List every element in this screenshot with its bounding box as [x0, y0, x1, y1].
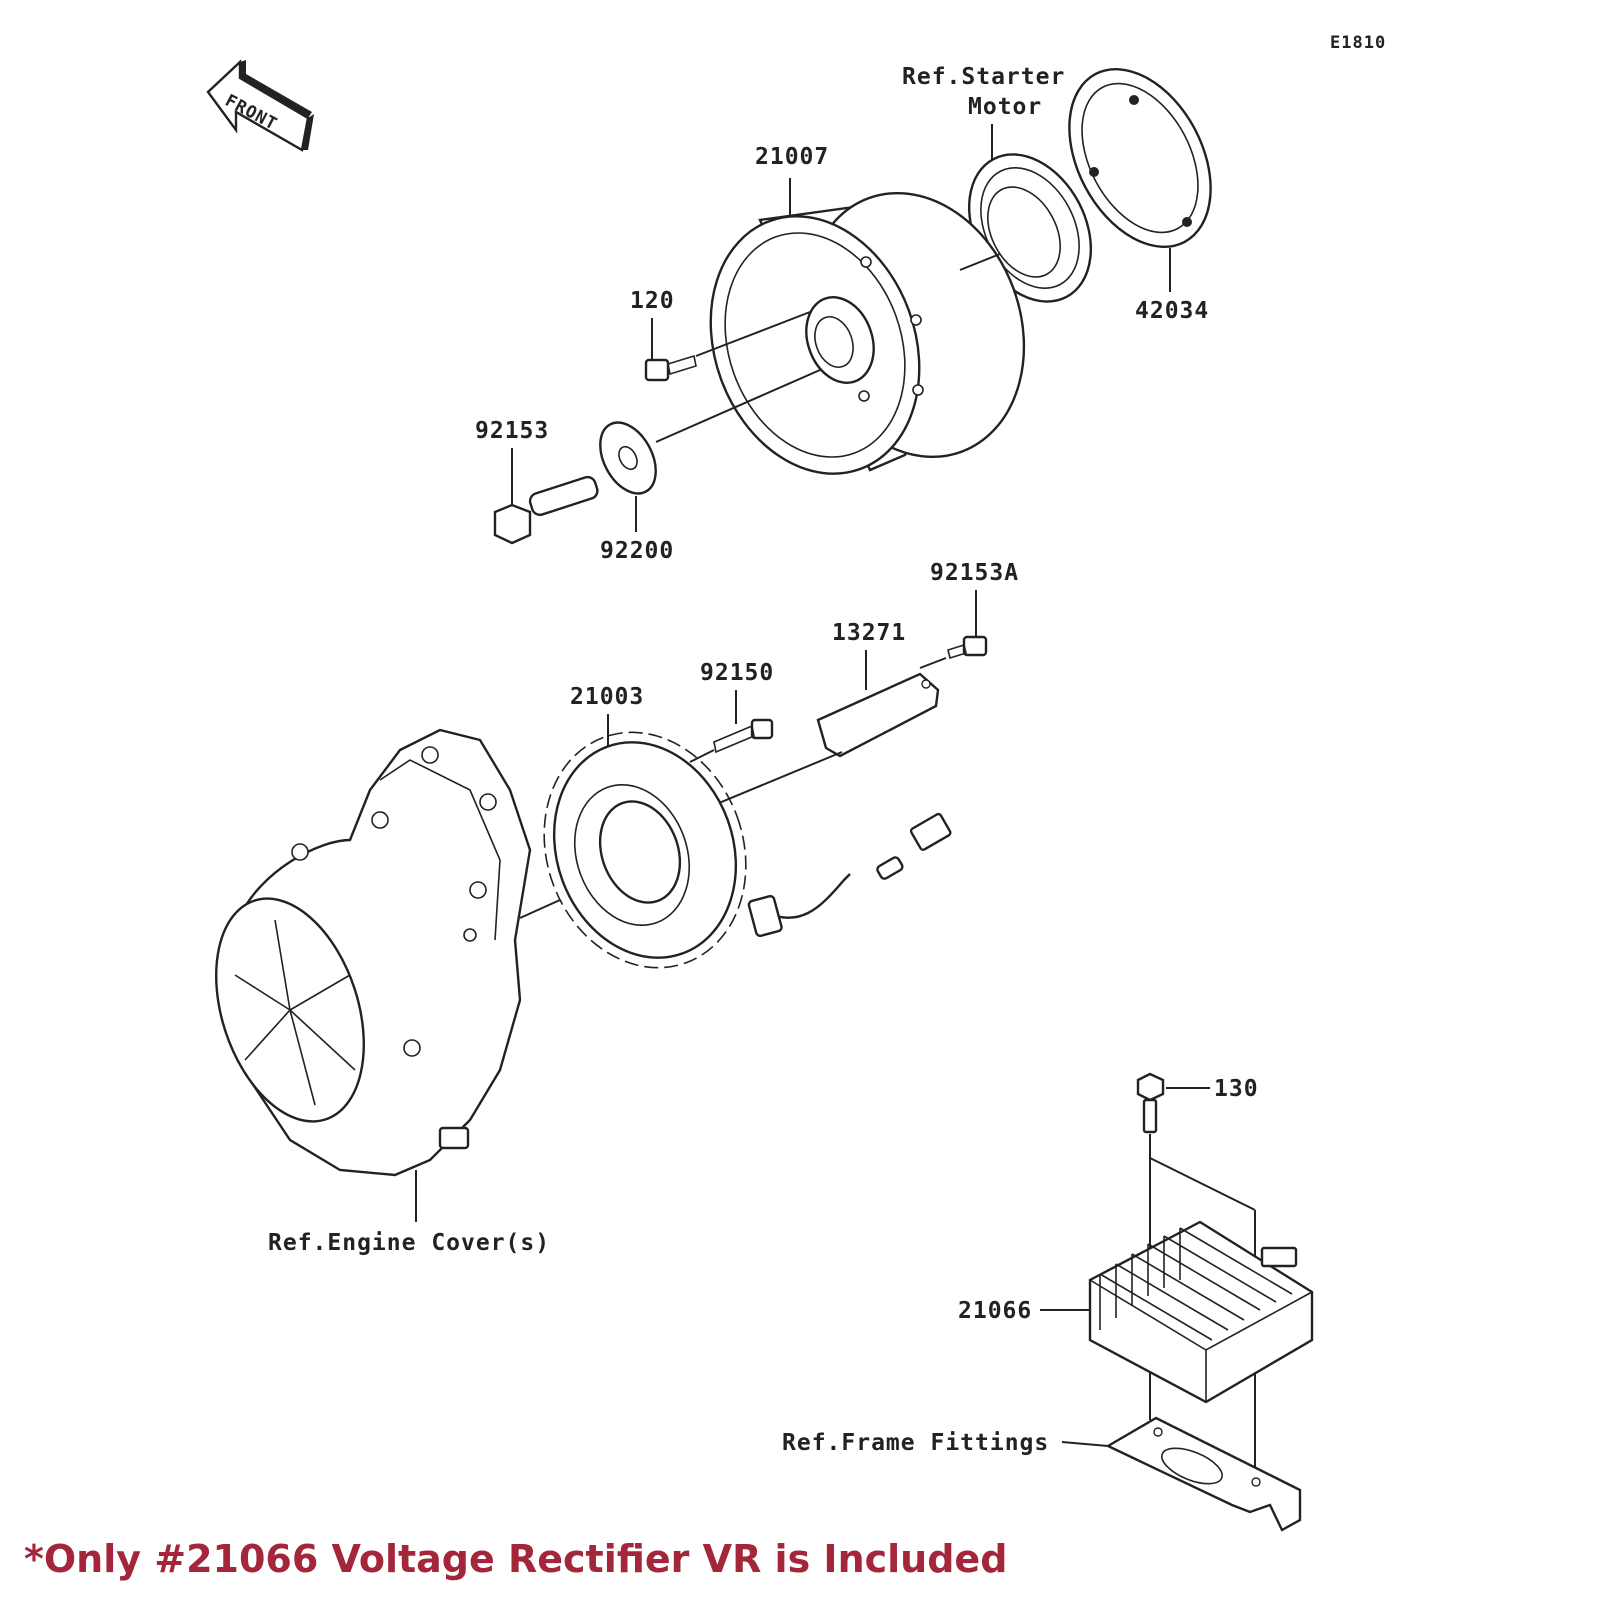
included-note: *Only #21066 Voltage Rectifier VR is Inc…	[24, 1537, 1007, 1581]
label-92200: 92200	[600, 538, 674, 564]
leader-frame-fittings	[1061, 1441, 1109, 1447]
axis-line-120	[695, 311, 811, 357]
label-92153: 92153	[475, 418, 549, 444]
axis-line-92200	[655, 369, 821, 443]
part-130-bolt	[1136, 1072, 1165, 1134]
ref-starter-motor-label-2: Motor	[968, 94, 1042, 120]
frame-fittings-bracket	[1105, 1416, 1302, 1532]
axis-line-stator	[519, 899, 561, 919]
part-21003-stator	[543, 731, 747, 969]
part-13271-plate	[816, 672, 940, 758]
ref-starter-motor-label: Ref.Starter	[902, 64, 1065, 90]
label-92150: 92150	[700, 660, 774, 686]
part-92153-bolt	[493, 475, 599, 545]
front-arrow-icon: FRONT	[206, 59, 314, 152]
label-13271: 13271	[832, 620, 906, 646]
label-21066: 21066	[958, 1298, 1032, 1324]
diagram-id: E1810	[1330, 33, 1386, 53]
ref-engine-cover-label: Ref.Engine Cover(s)	[268, 1230, 550, 1256]
label-42034: 42034	[1135, 298, 1209, 324]
part-120-bolt	[644, 354, 697, 382]
part-21007-flywheel	[709, 191, 1026, 475]
label-120: 120	[630, 288, 675, 314]
label-130: 130	[1214, 1076, 1259, 1102]
part-21066-rectifier	[1088, 1220, 1314, 1404]
label-92153A: 92153A	[930, 560, 1019, 586]
ref-frame-fittings-label: Ref.Frame Fittings	[782, 1430, 1049, 1456]
axis-line-92153A	[919, 657, 947, 669]
stator-wire	[747, 812, 952, 938]
axis-line-92150	[689, 749, 715, 763]
part-92200-washer	[599, 421, 657, 495]
label-21003: 21003	[570, 684, 644, 710]
axis-line-130b	[1149, 1157, 1256, 1211]
part-92150-bolt	[713, 718, 774, 754]
axis-line-flywheel	[959, 253, 1001, 271]
part-92153A-screw	[947, 635, 988, 660]
label-21007: 21007	[755, 144, 829, 170]
part-42034-ring	[1068, 68, 1212, 248]
engine-cover	[215, 728, 532, 1177]
